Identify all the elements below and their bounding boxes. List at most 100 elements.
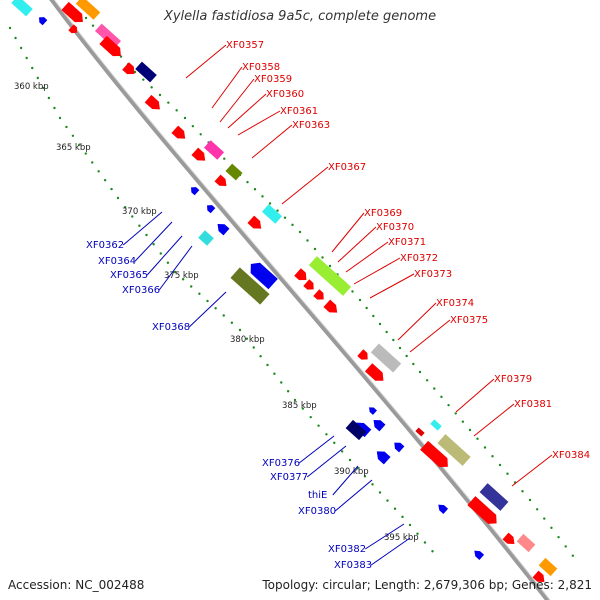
forward-gene-arrow [214,174,227,187]
callout-line [188,291,227,328]
tick-dot [468,428,472,432]
tick-dot [259,355,262,358]
forward-gene-arrow [171,125,186,139]
tick-dot [245,337,249,340]
tick-dot [150,86,153,89]
topology-label: Topology: circular; Length: 2,679,306 bp… [262,578,592,592]
tick-dot [214,307,217,310]
cog-block [225,163,243,181]
tick-dot [173,270,177,274]
tick-dot [309,415,312,419]
tick-dot [571,554,575,557]
callout-line [227,93,267,129]
kbp-label: 370 kbp [122,207,157,217]
callout-line [146,235,183,276]
cog-block [479,483,509,511]
tick-dot [378,491,382,494]
tick-dot [158,93,162,97]
tick-dot [408,523,412,527]
gene-label-forward: XF0370 [376,222,414,233]
tick-dot [268,202,272,205]
tick-dot [253,188,257,191]
cog-block [230,267,270,305]
forward-gene-arrow [99,35,121,57]
gene-label-forward: XF0374 [436,298,474,309]
kbp-label: 375 kbp [164,271,199,281]
cog-block [261,204,283,224]
tick-dot [84,16,88,20]
callout-line [219,78,255,123]
tick-dot [550,526,553,530]
cog-block [94,23,122,49]
tick-dot [280,381,283,384]
tick-dot [291,223,294,227]
tick-dot [167,101,170,104]
tick-dot-tracks [8,16,575,557]
tick-dot [103,179,107,182]
forward-gene-arrow [61,1,83,23]
tick-dot [416,532,419,535]
tick-dot [363,475,367,478]
tick-dot [175,109,178,112]
cog-block [345,419,367,441]
gene-label-forward: XF0369 [364,208,402,219]
forward-gene-arrow [502,532,515,545]
tick-dot [53,106,56,110]
tick-dot [283,216,287,219]
tick-dot [166,261,170,264]
kbp-label: 360 kbp [14,82,49,92]
forward-gene-arrow [532,570,545,583]
forward-gene-arrow [68,24,77,34]
page-title: Xylella fastidiosa 9a5c, complete genome [163,9,437,24]
tick-dot [91,24,95,27]
forward-gene-arrow [357,349,368,360]
tick-dot [84,152,87,155]
tick-dot [78,143,81,146]
gene-label-forward: XF0367 [328,162,366,173]
tick-dot [273,372,276,375]
callout-line [251,124,293,159]
gene-label-forward: XF0360 [266,89,304,100]
tick-dot [398,346,402,350]
tick-dot [246,180,249,184]
forward-gene-arrow [420,440,448,468]
tick-dot [42,86,45,90]
callout-line [134,221,173,262]
gene-label-forward: XF0358 [242,62,280,73]
tick-dot [238,328,242,332]
tick-dot [31,66,34,70]
reverse-gene-arrow [474,550,485,560]
tick-dot [372,314,375,318]
kbp-label: 380 kbp [230,335,265,345]
tick-dot [325,433,328,436]
tick-dot [261,195,264,198]
tick-dot [298,230,302,234]
tick-dot [252,346,255,349]
tick-dot [498,463,502,467]
callout-line [281,166,329,205]
tick-dot [423,541,427,544]
cog-track [11,0,558,577]
gene-label-reverse: XF0377 [270,472,308,483]
tick-dot [131,215,134,218]
tick-dot [393,507,397,510]
tick-dot [206,299,209,303]
tick-dot [286,390,290,393]
gene-label-forward: XF0361 [280,106,318,117]
gene-label-reverse: XF0380 [298,506,336,517]
tick-dot [133,70,137,74]
gene-label-forward: XF0363 [292,120,330,131]
callout-line [331,212,365,253]
tick-dot [333,441,336,445]
gene-label-reverse: XF0365 [110,270,148,281]
gene-label-forward: XF0381 [514,399,552,410]
tick-dot [351,290,354,293]
gene-label-forward: XF0384 [552,450,590,461]
tick-dot [425,379,429,382]
tick-dot [557,535,560,539]
reverse-gene-arrow [217,223,230,236]
gene-label-forward: XF0372 [400,253,438,264]
gene-label-reverse: XF0382 [328,544,366,555]
kbp-label: 365 kbp [56,143,91,153]
